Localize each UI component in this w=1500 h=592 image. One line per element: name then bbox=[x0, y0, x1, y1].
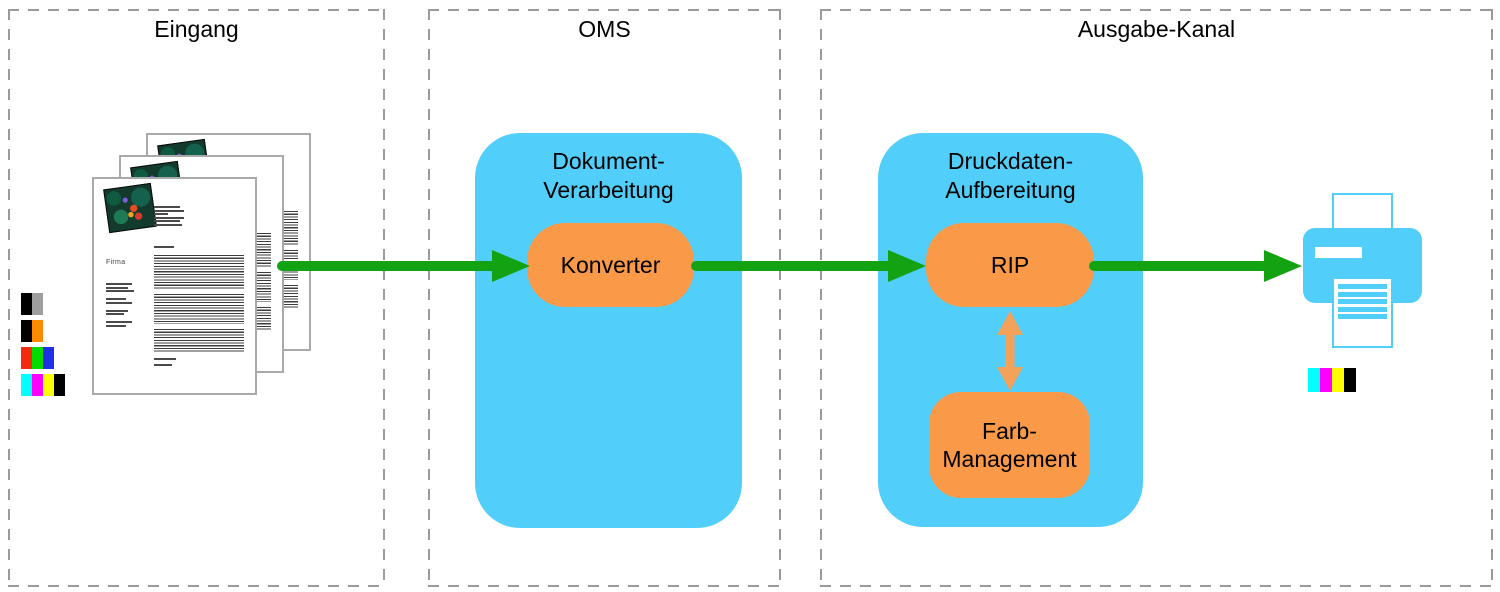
printer-output-page bbox=[1332, 277, 1393, 348]
swatch-rgb bbox=[21, 347, 54, 369]
printer-icon bbox=[1303, 193, 1423, 349]
swatch-cmyk-output bbox=[1308, 368, 1356, 392]
konverter-label: Konverter bbox=[560, 252, 661, 278]
letter-sender-column bbox=[106, 283, 148, 333]
farb-management-label: Farb- Management bbox=[942, 418, 1077, 472]
dokument-verarbeitung-box: Dokument- Verarbeitung bbox=[475, 133, 742, 528]
dokument-verarbeitung-label: Dokument- Verarbeitung bbox=[543, 148, 674, 203]
printer-slot bbox=[1315, 247, 1362, 258]
druckdaten-aufbereitung-label: Druckdaten- Aufbereitung bbox=[945, 148, 1076, 203]
farb-management-node: Farb- Management bbox=[929, 392, 1090, 498]
rip-label: RIP bbox=[990, 252, 1030, 278]
section-title-eingang: Eingang bbox=[154, 16, 239, 42]
konverter-node: Konverter bbox=[527, 223, 694, 307]
letter-body bbox=[154, 206, 246, 368]
rip-node: RIP bbox=[926, 223, 1094, 307]
section-title-ausgabe: Ausgabe-Kanal bbox=[1077, 16, 1236, 42]
letter-logo-image bbox=[103, 182, 157, 234]
swatch-cmyk bbox=[21, 374, 65, 396]
swatch-black-gray bbox=[21, 293, 43, 315]
swatch-black-orange bbox=[21, 320, 43, 342]
printer-input-tray bbox=[1332, 193, 1393, 231]
section-title-oms: OMS bbox=[578, 16, 631, 42]
letter-logo-caption: Firma bbox=[106, 259, 126, 266]
input-document-1: Firma bbox=[92, 177, 257, 395]
